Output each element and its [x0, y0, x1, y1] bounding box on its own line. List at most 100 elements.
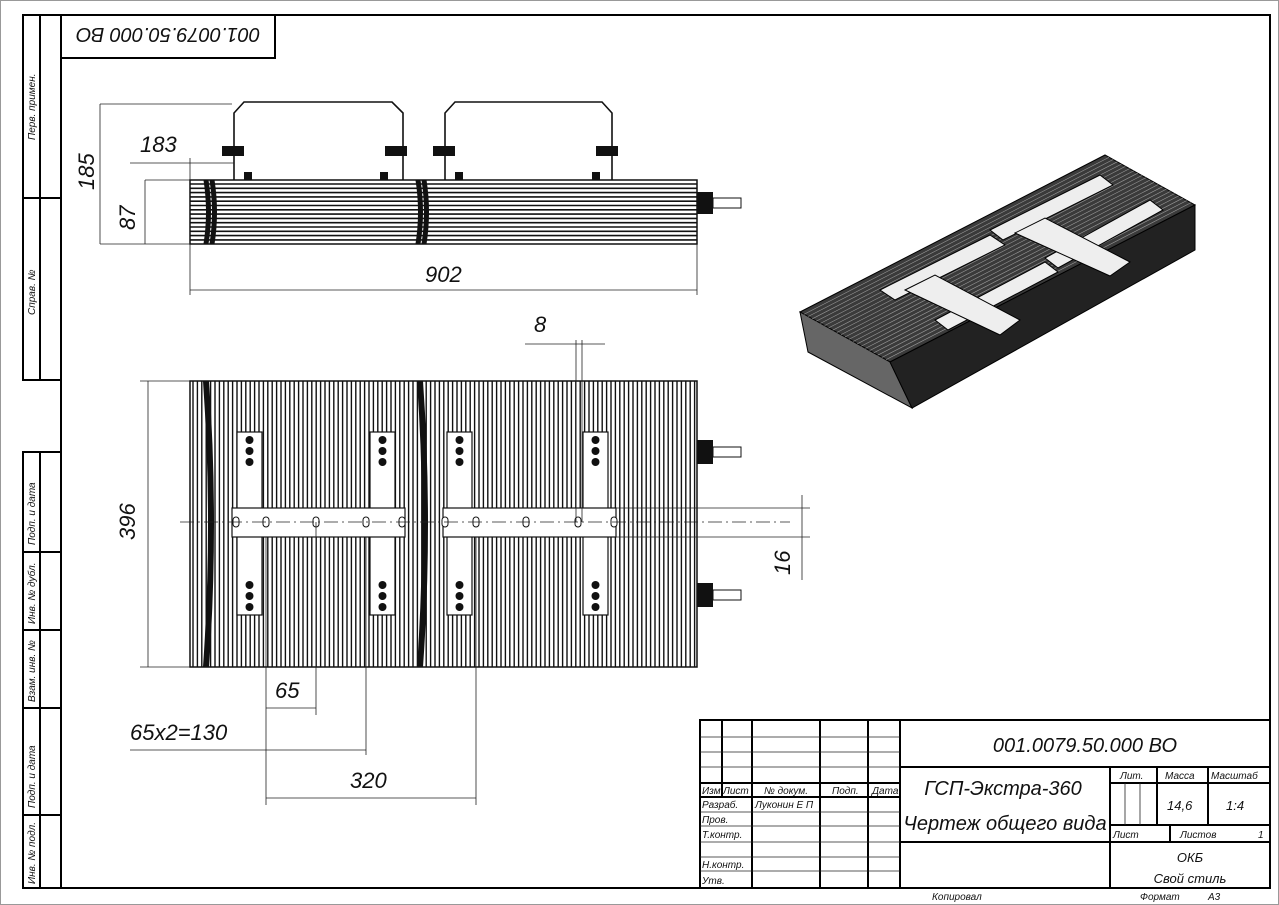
hole: [455, 603, 464, 611]
sheets-label: Листов: [1179, 830, 1216, 841]
dim-16: 16: [770, 550, 795, 575]
hole: [591, 458, 600, 466]
title-block: 001.0079.50.000 ВО ГСП-Экстра-360 Чертеж…: [699, 719, 1271, 903]
header-doc-no: № докум.: [764, 786, 808, 797]
bracket: [233, 101, 404, 180]
header-list: Лист: [722, 786, 749, 797]
dim-902: 902: [425, 262, 462, 287]
dim-396: 396: [115, 503, 140, 540]
housing-outline: [189, 179, 698, 245]
role-label: Пров.: [702, 815, 728, 826]
strip-label: Взам. инв. №: [27, 640, 38, 702]
hole: [245, 458, 254, 466]
hole: [455, 436, 464, 444]
product-name: ГСП-Экстра-360: [924, 778, 1082, 800]
hole: [245, 581, 254, 589]
bolts: [222, 146, 618, 180]
hole: [378, 581, 387, 589]
fin-line: [844, 179, 1151, 338]
fin-line: [848, 182, 1155, 340]
format-label: Формат: [1140, 892, 1180, 903]
dim-8: 8: [534, 312, 547, 337]
sheets-value: 1: [1258, 830, 1264, 841]
dim-183: 183: [140, 132, 177, 157]
mass-value: 14,6: [1167, 798, 1193, 813]
hole: [245, 436, 254, 444]
lit-label: Лит.: [1119, 771, 1143, 782]
cable-gland-icon: [697, 192, 742, 214]
side-strip: Перв. примен. Справ. № Подп. и дата Инв.…: [22, 14, 62, 889]
hole: [245, 592, 254, 600]
dimension-lines: [99, 103, 698, 295]
header-izm: Изм: [702, 786, 721, 797]
hole: [591, 447, 600, 455]
housing-fins: [190, 183, 697, 241]
hole: [591, 581, 600, 589]
org-line2: Свой стиль: [1154, 871, 1227, 886]
designation: 001.0079.50.000 ВО: [993, 735, 1177, 757]
hole: [455, 458, 464, 466]
dim-185: 185: [74, 153, 99, 190]
format-value: А3: [1207, 892, 1221, 903]
role-label: Разраб.: [702, 799, 738, 811]
break-line: [417, 380, 428, 668]
hole: [591, 592, 600, 600]
hole: [455, 581, 464, 589]
fin-line: [840, 177, 1147, 335]
document-type: Чертеж общего вида: [903, 813, 1106, 835]
break-line: [203, 380, 214, 668]
fin-line: [812, 161, 1118, 320]
dim-130: 65x2=130: [130, 720, 228, 745]
role-label: Т.контр.: [702, 830, 742, 841]
hole: [455, 447, 464, 455]
fin-line: [861, 188, 1167, 347]
strip-label: Подп. и дата: [27, 745, 38, 808]
hole: [591, 603, 600, 611]
hole: [378, 603, 387, 611]
fin-line: [836, 175, 1142, 333]
hole: [378, 436, 387, 444]
sheet-label: Лист: [1112, 830, 1139, 841]
developer-name: Луконин Е П: [754, 800, 814, 811]
strip-label: Инв. № подл.: [27, 822, 38, 884]
role-label: Утв.: [701, 876, 725, 887]
fin-line: [857, 186, 1163, 345]
side-view: 183 185 87 902: [74, 101, 742, 295]
strip-label: Перв. примен.: [27, 74, 38, 140]
hole: [245, 447, 254, 455]
hole: [455, 592, 464, 600]
fin-line: [803, 157, 1110, 315]
role-label: Н.контр.: [702, 860, 744, 871]
strip-label: Подп. и дата: [27, 482, 38, 545]
hole: [378, 592, 387, 600]
designation-stamp: 001.0079.50.000 ВО: [60, 14, 276, 59]
header-sign: Подп.: [832, 786, 859, 797]
strip-label: Справ. №: [27, 269, 38, 315]
hole: [245, 603, 254, 611]
stamp-text: 001.0079.50.000 ВО: [76, 23, 260, 45]
scale-label: Масштаб: [1211, 770, 1258, 782]
hole: [591, 436, 600, 444]
cable-gland-icon: [697, 440, 742, 607]
plan-view: 8 396 16 65 65x2=130 320: [115, 312, 810, 805]
hole: [378, 447, 387, 455]
mass-label: Масса: [1165, 771, 1195, 782]
strip-label: Инв. № дубл.: [26, 563, 38, 625]
bracket: [444, 101, 613, 180]
hole: [378, 458, 387, 466]
dim-65: 65: [275, 678, 300, 703]
dim-87: 87: [115, 205, 140, 230]
org-line1: ОКБ: [1177, 850, 1204, 865]
fin-line: [853, 184, 1159, 342]
scale-value: 1:4: [1226, 798, 1244, 813]
break-line: [203, 179, 217, 245]
isometric-view: [798, 154, 1197, 410]
dim-320: 320: [350, 768, 387, 793]
brackets: [879, 174, 1164, 336]
break-line: [415, 179, 429, 245]
dimension-lines: [130, 340, 810, 805]
header-date: Дата: [871, 786, 899, 797]
fin-line: [808, 159, 1114, 317]
